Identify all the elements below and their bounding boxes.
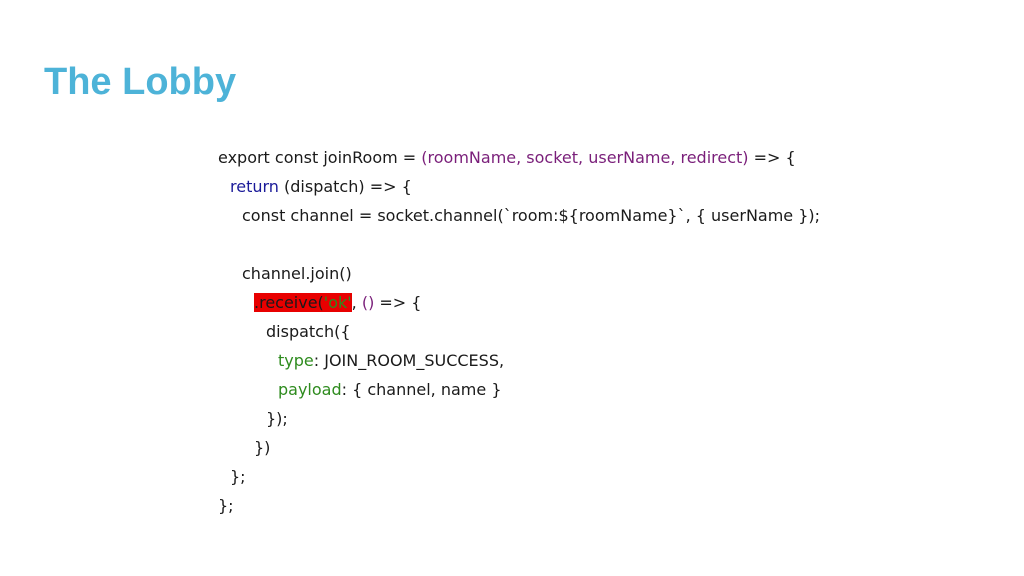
code-line-12: }; xyxy=(218,462,820,491)
code-text: dispatch({ xyxy=(266,322,351,341)
code-property: payload xyxy=(278,380,342,399)
code-text: , xyxy=(351,293,362,312)
code-text: : JOIN_ROOM_SUCCESS, xyxy=(313,351,505,370)
code-text: }); xyxy=(266,409,288,428)
code-string: 'ok' xyxy=(323,293,352,312)
code-function-params: (roomName, socket, userName, redirect) xyxy=(421,148,749,167)
code-text: }; xyxy=(218,496,234,515)
code-text: => { xyxy=(748,148,796,167)
slide-title: The Lobby xyxy=(44,61,237,103)
code-highlight: .receive('ok' xyxy=(254,293,352,312)
code-text: : { channel, name } xyxy=(341,380,502,399)
code-line-3: const channel = socket.channel(`room:${r… xyxy=(218,201,820,230)
code-line-9: payload: { channel, name } xyxy=(218,375,820,404)
code-property: type xyxy=(278,351,314,370)
code-line-1: export const joinRoom = (roomName, socke… xyxy=(218,143,820,172)
code-function-params: () xyxy=(361,293,375,312)
code-line-5: channel.join() xyxy=(218,259,820,288)
code-text: }) xyxy=(254,438,271,457)
code-line-10: }); xyxy=(218,404,820,433)
code-text: channel.join() xyxy=(242,264,352,283)
code-line-6: .receive('ok', () => { xyxy=(218,288,820,317)
code-line-11: }) xyxy=(218,433,820,462)
code-keyword-return: return xyxy=(230,177,279,196)
code-line-8: type: JOIN_ROOM_SUCCESS, xyxy=(218,346,820,375)
code-line-13: }; xyxy=(218,491,820,520)
code-text: export const joinRoom = xyxy=(218,148,422,167)
code-line-4-blank xyxy=(218,230,820,259)
code-line-7: dispatch({ xyxy=(218,317,820,346)
code-line-2: return (dispatch) => { xyxy=(218,172,820,201)
code-text: }; xyxy=(230,467,246,486)
code-text: (dispatch) => { xyxy=(278,177,412,196)
code-text: .receive( xyxy=(254,293,324,312)
code-text: const channel = socket.channel(`room:${r… xyxy=(242,206,821,225)
code-text: => { xyxy=(374,293,422,312)
code-block: export const joinRoom = (roomName, socke… xyxy=(218,143,820,520)
